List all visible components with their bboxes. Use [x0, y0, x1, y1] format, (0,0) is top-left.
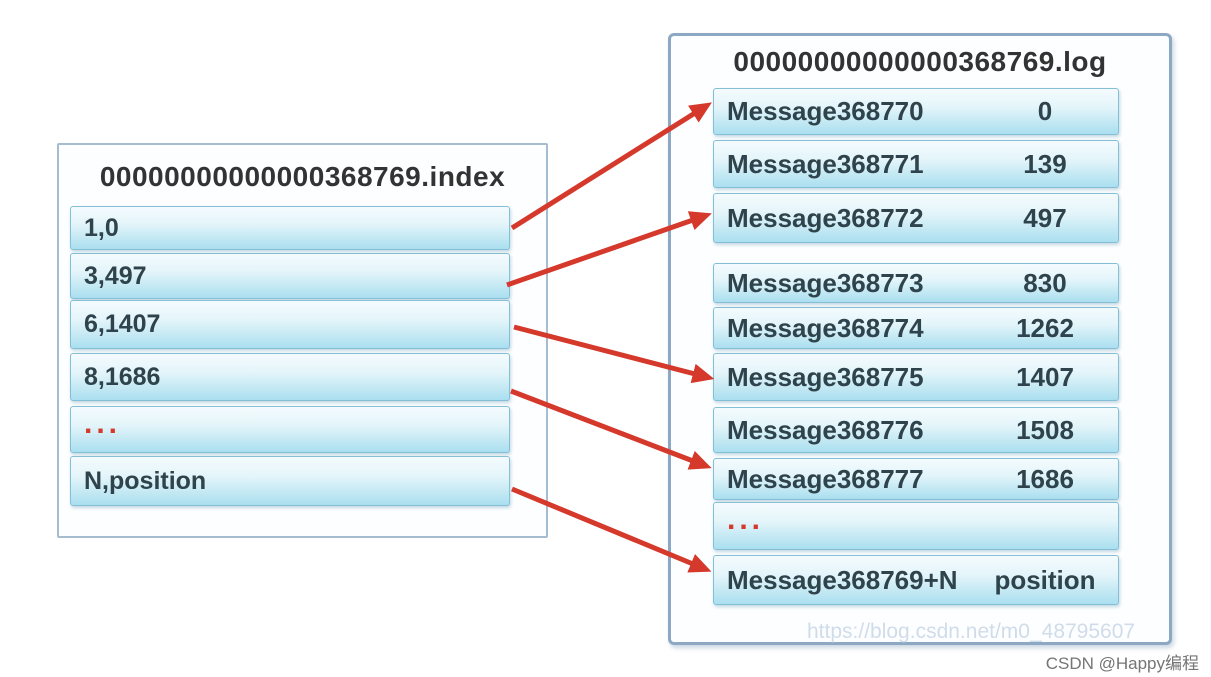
watermark-url: https://blog.csdn.net/m0_48795607 [807, 620, 1136, 643]
log-entry: Message368769+N position [713, 555, 1119, 605]
index-file-title: 00000000000000368769.index [99, 161, 506, 192]
log-file-box: 00000000000000368769.log Message368770 0… [668, 33, 1172, 645]
index-file-box: 00000000000000368769.index 1,0 3,497 6,1… [57, 143, 548, 538]
log-entry: Message368775 1407 [713, 353, 1119, 401]
log-entry: Message368773 830 [713, 263, 1119, 303]
watermark-username: CSDN @Happy编程 [1045, 654, 1199, 673]
log-entry: Message368776 1508 [713, 407, 1119, 453]
index-entry: 1,0 [70, 206, 510, 250]
log-entry: Message368771 139 [713, 140, 1119, 188]
log-entry: Message368770 0 [713, 88, 1119, 135]
log-entry: Message368777 1686 [713, 458, 1119, 500]
index-entry-ellipsis: ... [70, 406, 510, 453]
index-entry: 6,1407 [70, 300, 510, 349]
index-entry: 8,1686 [70, 353, 510, 401]
index-entry: 3,497 [70, 253, 510, 299]
index-entry: N,position [70, 456, 510, 506]
log-file-title: 00000000000000368769.log [733, 46, 1107, 77]
log-entry-ellipsis: ... [713, 502, 1119, 550]
log-entry: Message368772 497 [713, 193, 1119, 243]
log-entry: Message368774 1262 [713, 307, 1119, 349]
